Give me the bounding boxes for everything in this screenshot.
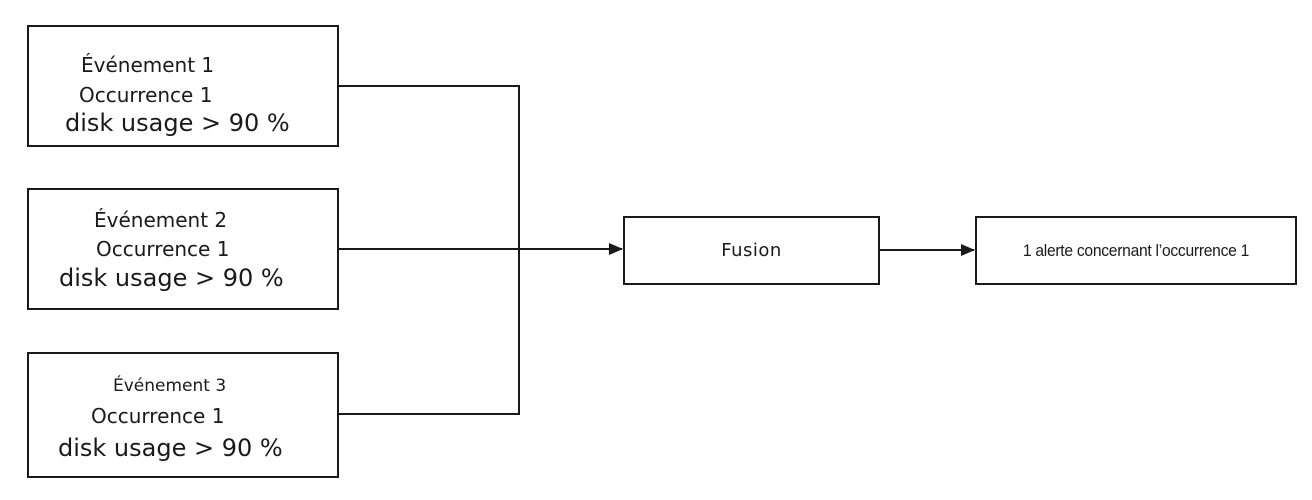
event-rule: disk usage > 90 %	[59, 264, 284, 292]
fusion-label: Fusion	[721, 240, 782, 261]
event-title: Événement 1	[81, 53, 215, 77]
alert-label: 1 alerte concernant l’occurrence 1	[1022, 240, 1250, 260]
event-box-2: Événement 2 Occurrence 1 disk usage > 90…	[27, 188, 339, 310]
event-rule: disk usage > 90 %	[58, 434, 283, 462]
event-title: Événement 2	[94, 208, 228, 232]
event-rule: disk usage > 90 %	[65, 109, 290, 137]
connector-event-1	[339, 85, 520, 249]
event-occurrence: Occurrence 1	[91, 404, 225, 428]
event-occurrence: Occurrence 1	[96, 237, 230, 261]
alert-box: 1 alerte concernant l’occurrence 1	[975, 216, 1297, 285]
connector-event-3	[339, 249, 520, 415]
event-box-3: Événement 3 Occurrence 1 disk usage > 90…	[27, 352, 339, 478]
event-occurrence: Occurrence 1	[79, 83, 213, 107]
event-box-1: Événement 1 Occurrence 1 disk usage > 90…	[27, 25, 339, 147]
fusion-box: Fusion	[623, 216, 880, 285]
event-title: Événement 3	[113, 376, 227, 396]
